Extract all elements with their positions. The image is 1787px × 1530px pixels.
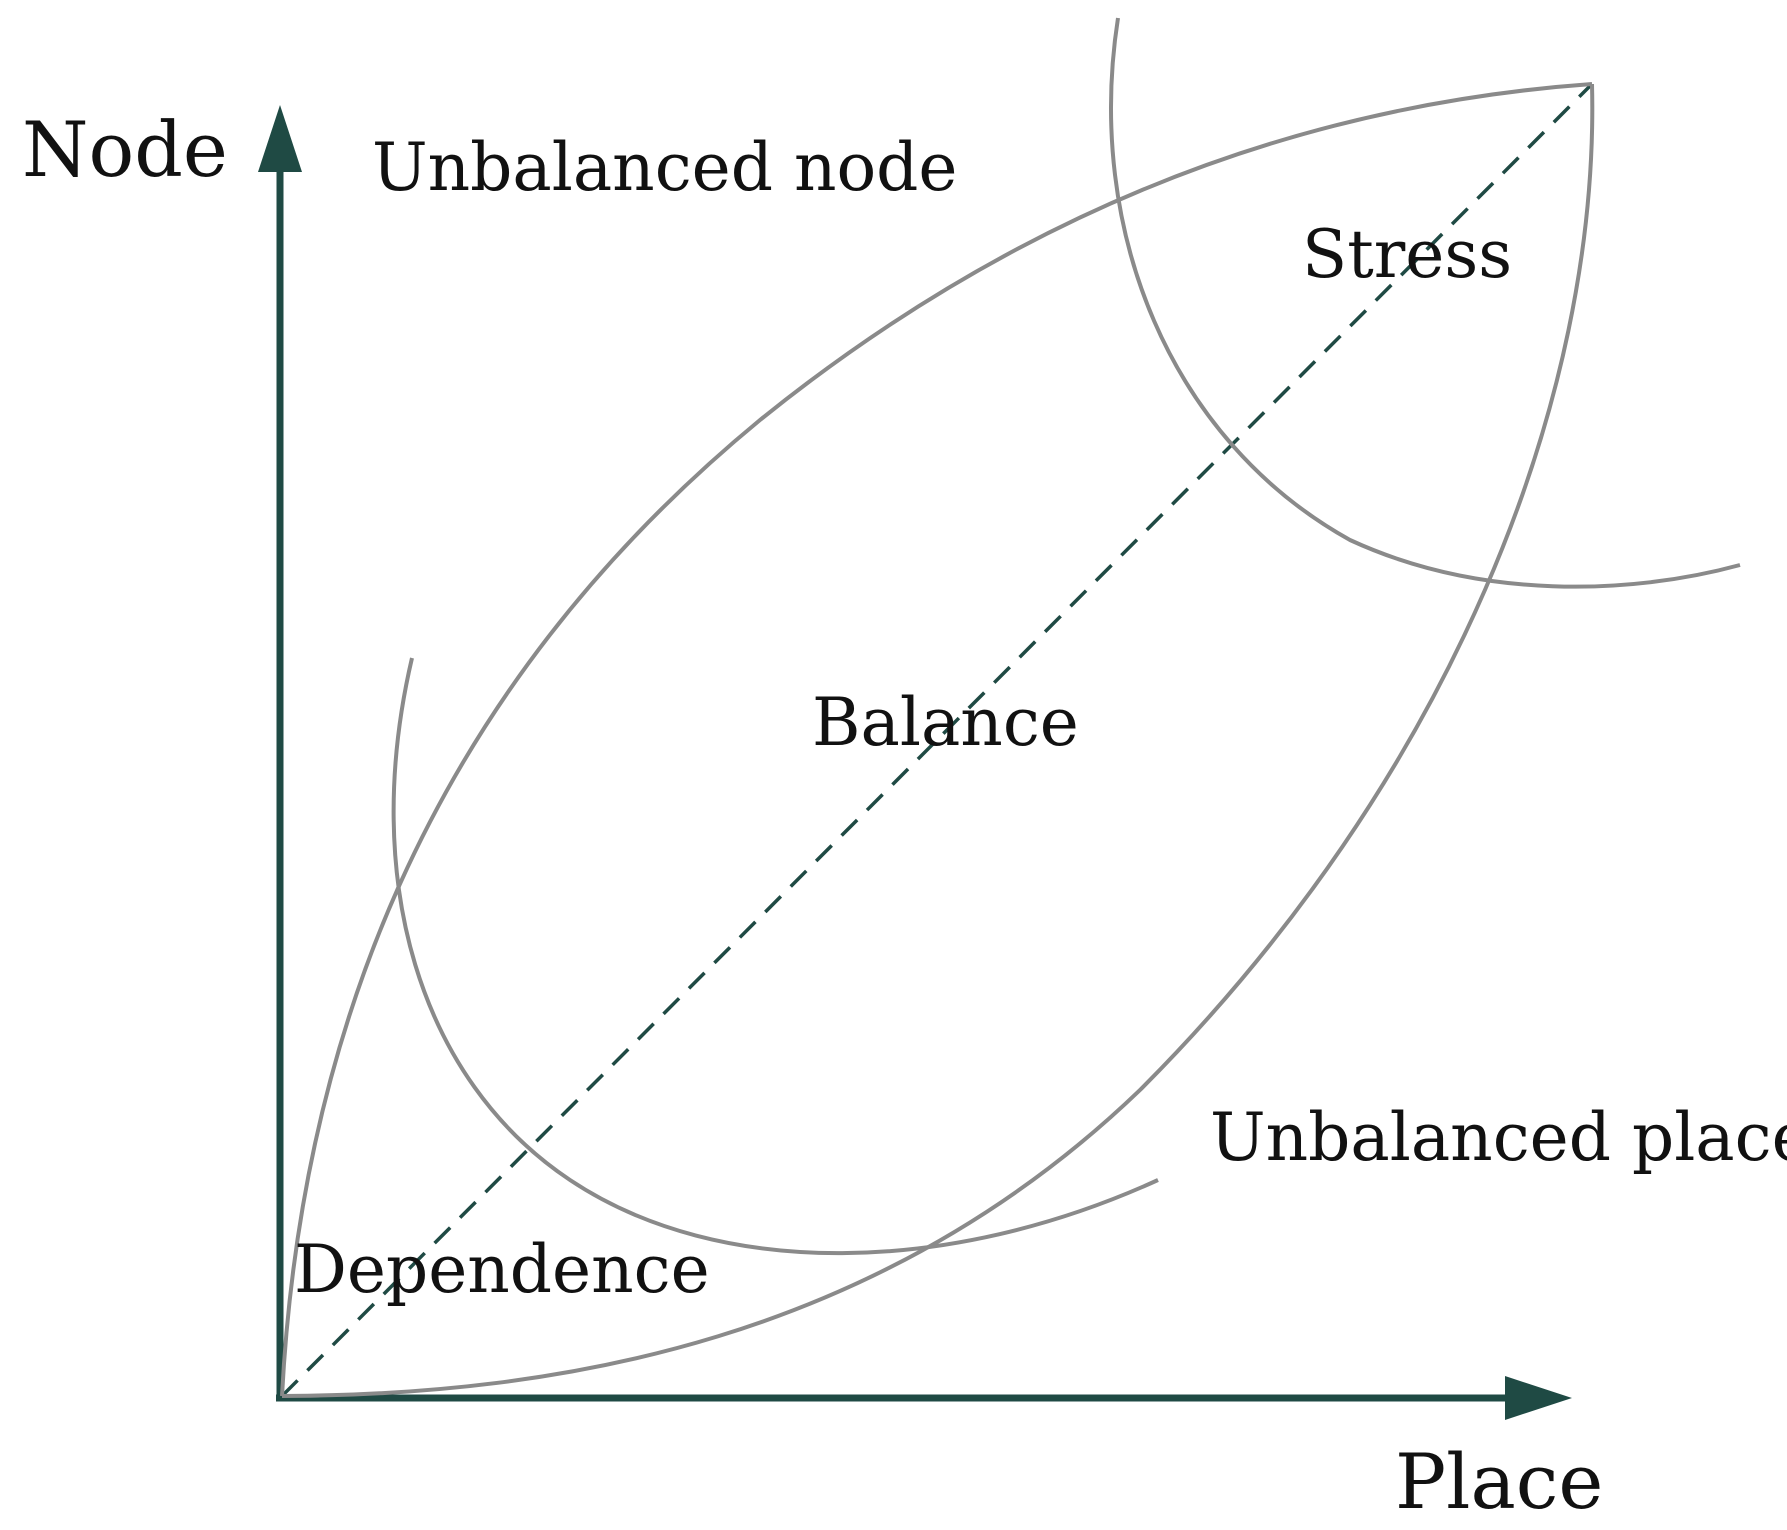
balance-diagonal (280, 82, 1594, 1398)
y-axis-label: Node (22, 105, 228, 194)
balance-label: Balance (812, 684, 1079, 761)
unbalanced-place-label: Unbalanced place (1210, 1099, 1787, 1176)
dependence-arc (391, 657, 1159, 1256)
leaf-upper-curve (280, 82, 1593, 1397)
stress-arc (1109, 17, 1741, 589)
x-axis-label: Place (1395, 1437, 1603, 1526)
leaf-lower-curve (281, 83, 1595, 1398)
unbalanced-node-label: Unbalanced node (372, 129, 958, 206)
y-axis-arrow-icon (258, 105, 302, 172)
stress-label: Stress (1302, 216, 1512, 293)
dependence-label: Dependence (294, 1231, 710, 1308)
x-axis-arrow-icon (1505, 1376, 1572, 1420)
